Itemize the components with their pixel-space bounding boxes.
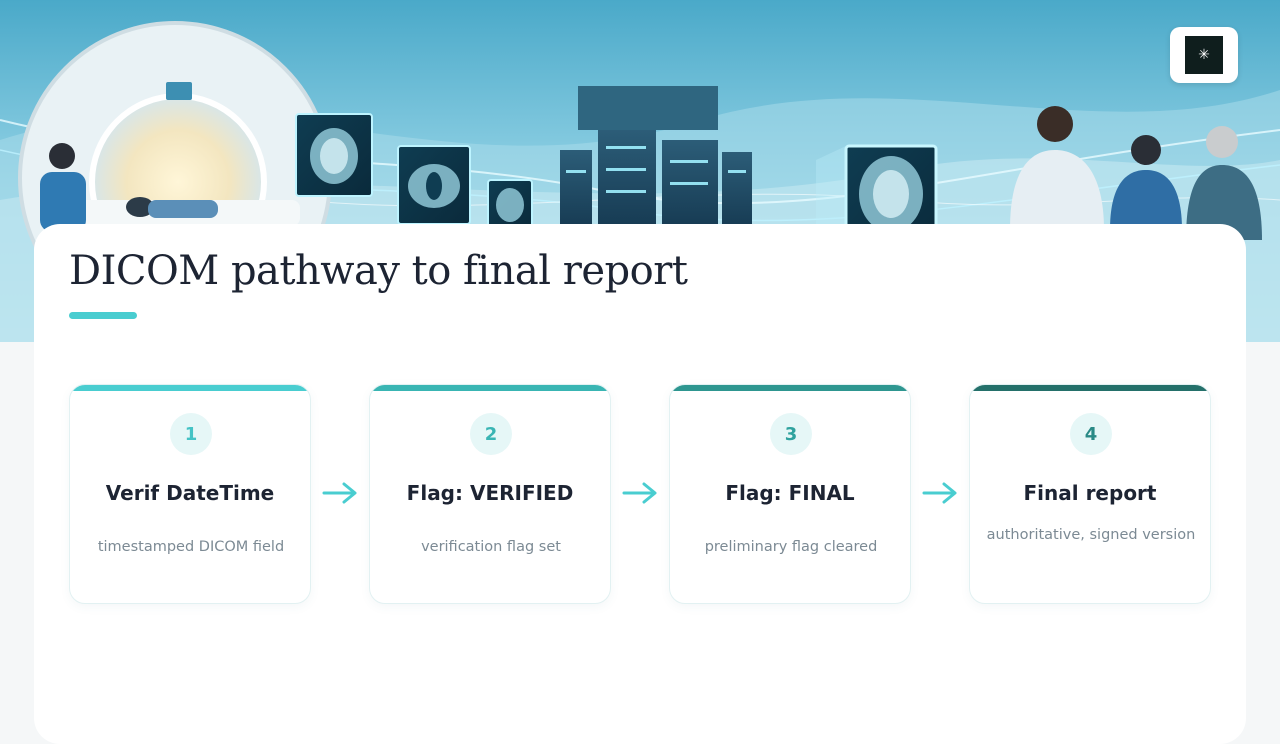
step-bar — [970, 385, 1210, 391]
step-bar — [670, 385, 910, 391]
step-description: authoritative, signed version — [986, 527, 1196, 543]
step-bar — [70, 385, 310, 391]
step-card-3: 3 Flag: FINAL preliminary flag cleared — [669, 384, 911, 604]
step-title: Flag: FINAL — [725, 481, 855, 505]
step-number-badge: 3 — [770, 413, 812, 455]
arrow-right-icon — [322, 482, 357, 504]
content-card: DICOM pathway to final report 1 Verif Da… — [34, 224, 1246, 744]
step-number-badge: 4 — [1070, 413, 1112, 455]
step-card-1: 1 Verif DateTime timestamped DICOM field — [69, 384, 311, 604]
step-description: preliminary flag cleared — [704, 539, 878, 555]
step-number-badge: 2 — [470, 413, 512, 455]
step-title: Verif DateTime — [105, 481, 275, 505]
arrow-right-icon — [622, 482, 657, 504]
step-title: Final report — [1023, 481, 1157, 505]
step-card-2: 2 Flag: VERIFIED verification flag set — [369, 384, 611, 604]
step-title: Flag: VERIFIED — [406, 481, 574, 505]
step-card-4: 4 Final report authoritative, signed ver… — [969, 384, 1211, 604]
logo-glyph: ✳ — [1198, 47, 1210, 63]
slide-title: DICOM pathway to final report — [69, 248, 688, 294]
step-description: timestamped DICOM field — [97, 539, 285, 555]
arrow-right-icon — [922, 482, 957, 504]
title-accent-bar — [69, 312, 137, 319]
step-bar — [370, 385, 610, 391]
step-description: verification flag set — [421, 539, 561, 555]
logo-icon: ✳ — [1185, 36, 1223, 74]
step-number-badge: 1 — [170, 413, 212, 455]
logo-badge: ✳ — [1170, 27, 1238, 83]
